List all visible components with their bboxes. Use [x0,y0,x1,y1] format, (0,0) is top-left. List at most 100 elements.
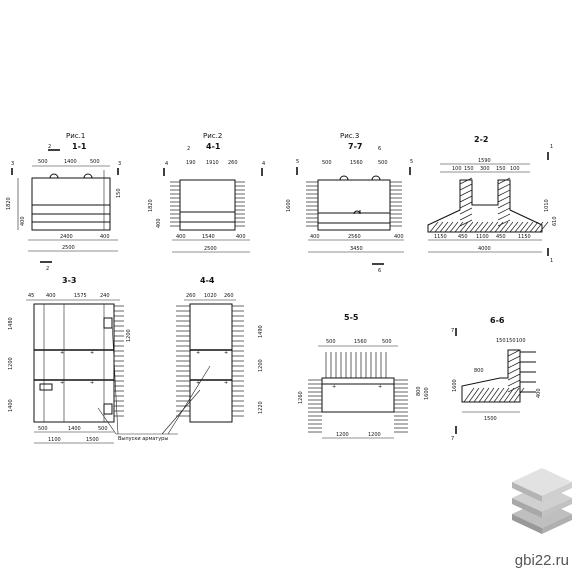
dim-s22-bottom-1: 450 [458,234,468,240]
plus-mark-9: + [332,384,336,390]
dim-s33-top-1: 400 [46,293,56,299]
rebar-outlets-6-6 [520,351,536,393]
cut-mark-3-right: 3 [118,161,121,167]
section-label-4-1: 4-1 [206,142,221,151]
dim-p1-top-0: 500 [38,159,48,165]
plus-mark-10: + [378,384,382,390]
dim-s66-top-1: 150 [506,338,516,344]
dim-s55-top-1: 1560 [354,339,367,345]
cut-mark-7-top: 7 [451,328,454,334]
plus-mark-3: + [60,380,64,386]
cut-mark-2-top: 2 [48,144,51,150]
dim-s22-bottom-5: 4000 [478,246,491,252]
dim-p1-side-3: 150 [116,188,122,198]
dim-s33-bottom-3: 1100 [48,437,61,443]
dim-s33-top-3: 240 [100,293,110,299]
rebar-ends-left [170,181,180,227]
cut-mark-3: 3 [11,161,14,167]
dim-p2-bottom-0: 400 [176,234,186,240]
watermark-logo [512,468,572,534]
dim-s33-bottom-2: 500 [98,426,108,432]
dim-p3-top-2: 500 [378,160,388,166]
cut-mark-5-right: 5 [410,159,413,165]
dim-s66-side-0: 1600 [452,379,458,392]
section-label-3-3: 3-3 [62,276,76,285]
dim-p3-top-0: 500 [322,160,332,166]
dim-s33-side-0: 1480 [8,317,14,330]
figure-title-1: Рис.1 [66,132,85,140]
dim-s33-top-0: 45 [28,293,34,299]
dim-s44-top-1: 1020 [204,293,217,299]
dim-s66-side-1: 800 [474,368,484,374]
dim-s55-bottom-1: 1200 [368,432,381,438]
rebar-outlets-5-5 [325,352,387,378]
dim-s44-top-0: 260 [186,293,196,299]
dim-s44-side-0: 1490 [258,325,264,338]
cut-mark-4-left: 4 [165,161,168,167]
dim-s66-top-2: 100 [516,338,526,344]
cut-mark-1-bottom: 1 [550,258,553,264]
section-label-5-5: 5-5 [344,313,359,322]
section-6-6: 6-6 7 150 150 100 800 1600 400 1500 7 [451,316,542,442]
dim-s55-side-2: 800 [416,386,422,396]
callout-leaders: Выпуски арматуры [97,321,211,442]
section-label-7-7: 7-7 [348,142,362,151]
dim-p2-top-1: 1910 [206,160,219,166]
dim-p2-side-1: 400 [156,218,162,228]
dim-s22-bottom-2: 1100 [476,234,489,240]
dim-p1-side-1: 400 [20,216,26,226]
dim-s22-top-1: 100 [452,166,462,172]
cut-mark-6-bottom: 6 [378,268,381,274]
dim-p2-side-0: 1820 [148,199,154,212]
rebar-ends-3-3 [114,305,124,417]
plus-mark-2: + [90,350,94,356]
cut-mark-1-top: 1 [550,144,553,150]
dim-s55-side-0: 1260 [298,391,304,404]
dim-s33-side-1: 1200 [8,357,14,370]
section-label-4-4: 4-4 [200,276,215,285]
dim-p2-bottom-3: 2500 [204,246,217,252]
dim-s33-bottom-4: 1500 [86,437,99,443]
dim-s33-side-3: 1400 [8,399,14,412]
view-4-1: 4-1 2 4 4 190 1910 260 1820 400 400 1540… [148,142,265,253]
dim-s44-top-2: 260 [224,293,234,299]
dim-p2-top-0: 190 [186,160,196,166]
dim-s55-side-3: 1600 [424,387,430,400]
rebar-ends-4-4 [176,305,244,417]
cut-mark-2-bottom: 2 [46,266,49,272]
dim-p2-bottom-2: 400 [236,234,246,240]
rebar-ends-right-p3 [390,181,402,227]
cut-mark-5-left: 5 [296,159,299,165]
dim-s55-top-0: 500 [326,339,336,345]
plus-mark-8: + [224,380,228,386]
dim-s66-side-2: 400 [536,388,542,398]
dim-s22-side-0: 1010 [544,199,550,212]
dim-s33-bottom-0: 500 [38,426,48,432]
dim-s44-side-1: 1200 [258,359,264,372]
dim-s33-bottom-1: 1400 [68,426,81,432]
section-4-4: 4-4 260 1020 260 + + + + 1490 1200 1220 [176,276,264,423]
section-label-1-1: 1-1 [72,142,87,151]
section-2-2: 2-2 1 1590 100 150 300 150 100 1010 610 … [427,135,558,264]
dim-p2-bottom-1: 1540 [202,234,215,240]
dim-s22-bottom-0: 1150 [434,234,447,240]
rebar-ends-5-5 [308,379,408,433]
dim-s22-bottom-4: 1150 [518,234,531,240]
section-label-2-2: 2-2 [474,135,488,144]
dim-p3-bottom-0: 400 [310,234,320,240]
dim-p3-top-1: 1560 [350,160,363,166]
watermark-text: gbi22.ru [514,552,569,569]
cut-mark-4-right: 4 [262,161,265,167]
rebar-ends-right [235,181,245,227]
dim-p1-top-2: 500 [90,159,100,165]
dim-p1-bottom-0: 2400 [60,234,73,240]
figure-title-2: Рис.2 [203,132,222,140]
plus-mark-4: + [90,380,94,386]
dim-s44-side-2: 1220 [258,401,264,414]
section-3-3: 3-3 45 400 1575 240 + + + + 1480 1200 14… [8,276,132,444]
dim-p3-side-0: 1600 [286,199,292,212]
concrete-hatch-6-6 [463,349,525,403]
plus-mark-7: + [196,380,200,386]
plus-mark-6: + [224,350,228,356]
